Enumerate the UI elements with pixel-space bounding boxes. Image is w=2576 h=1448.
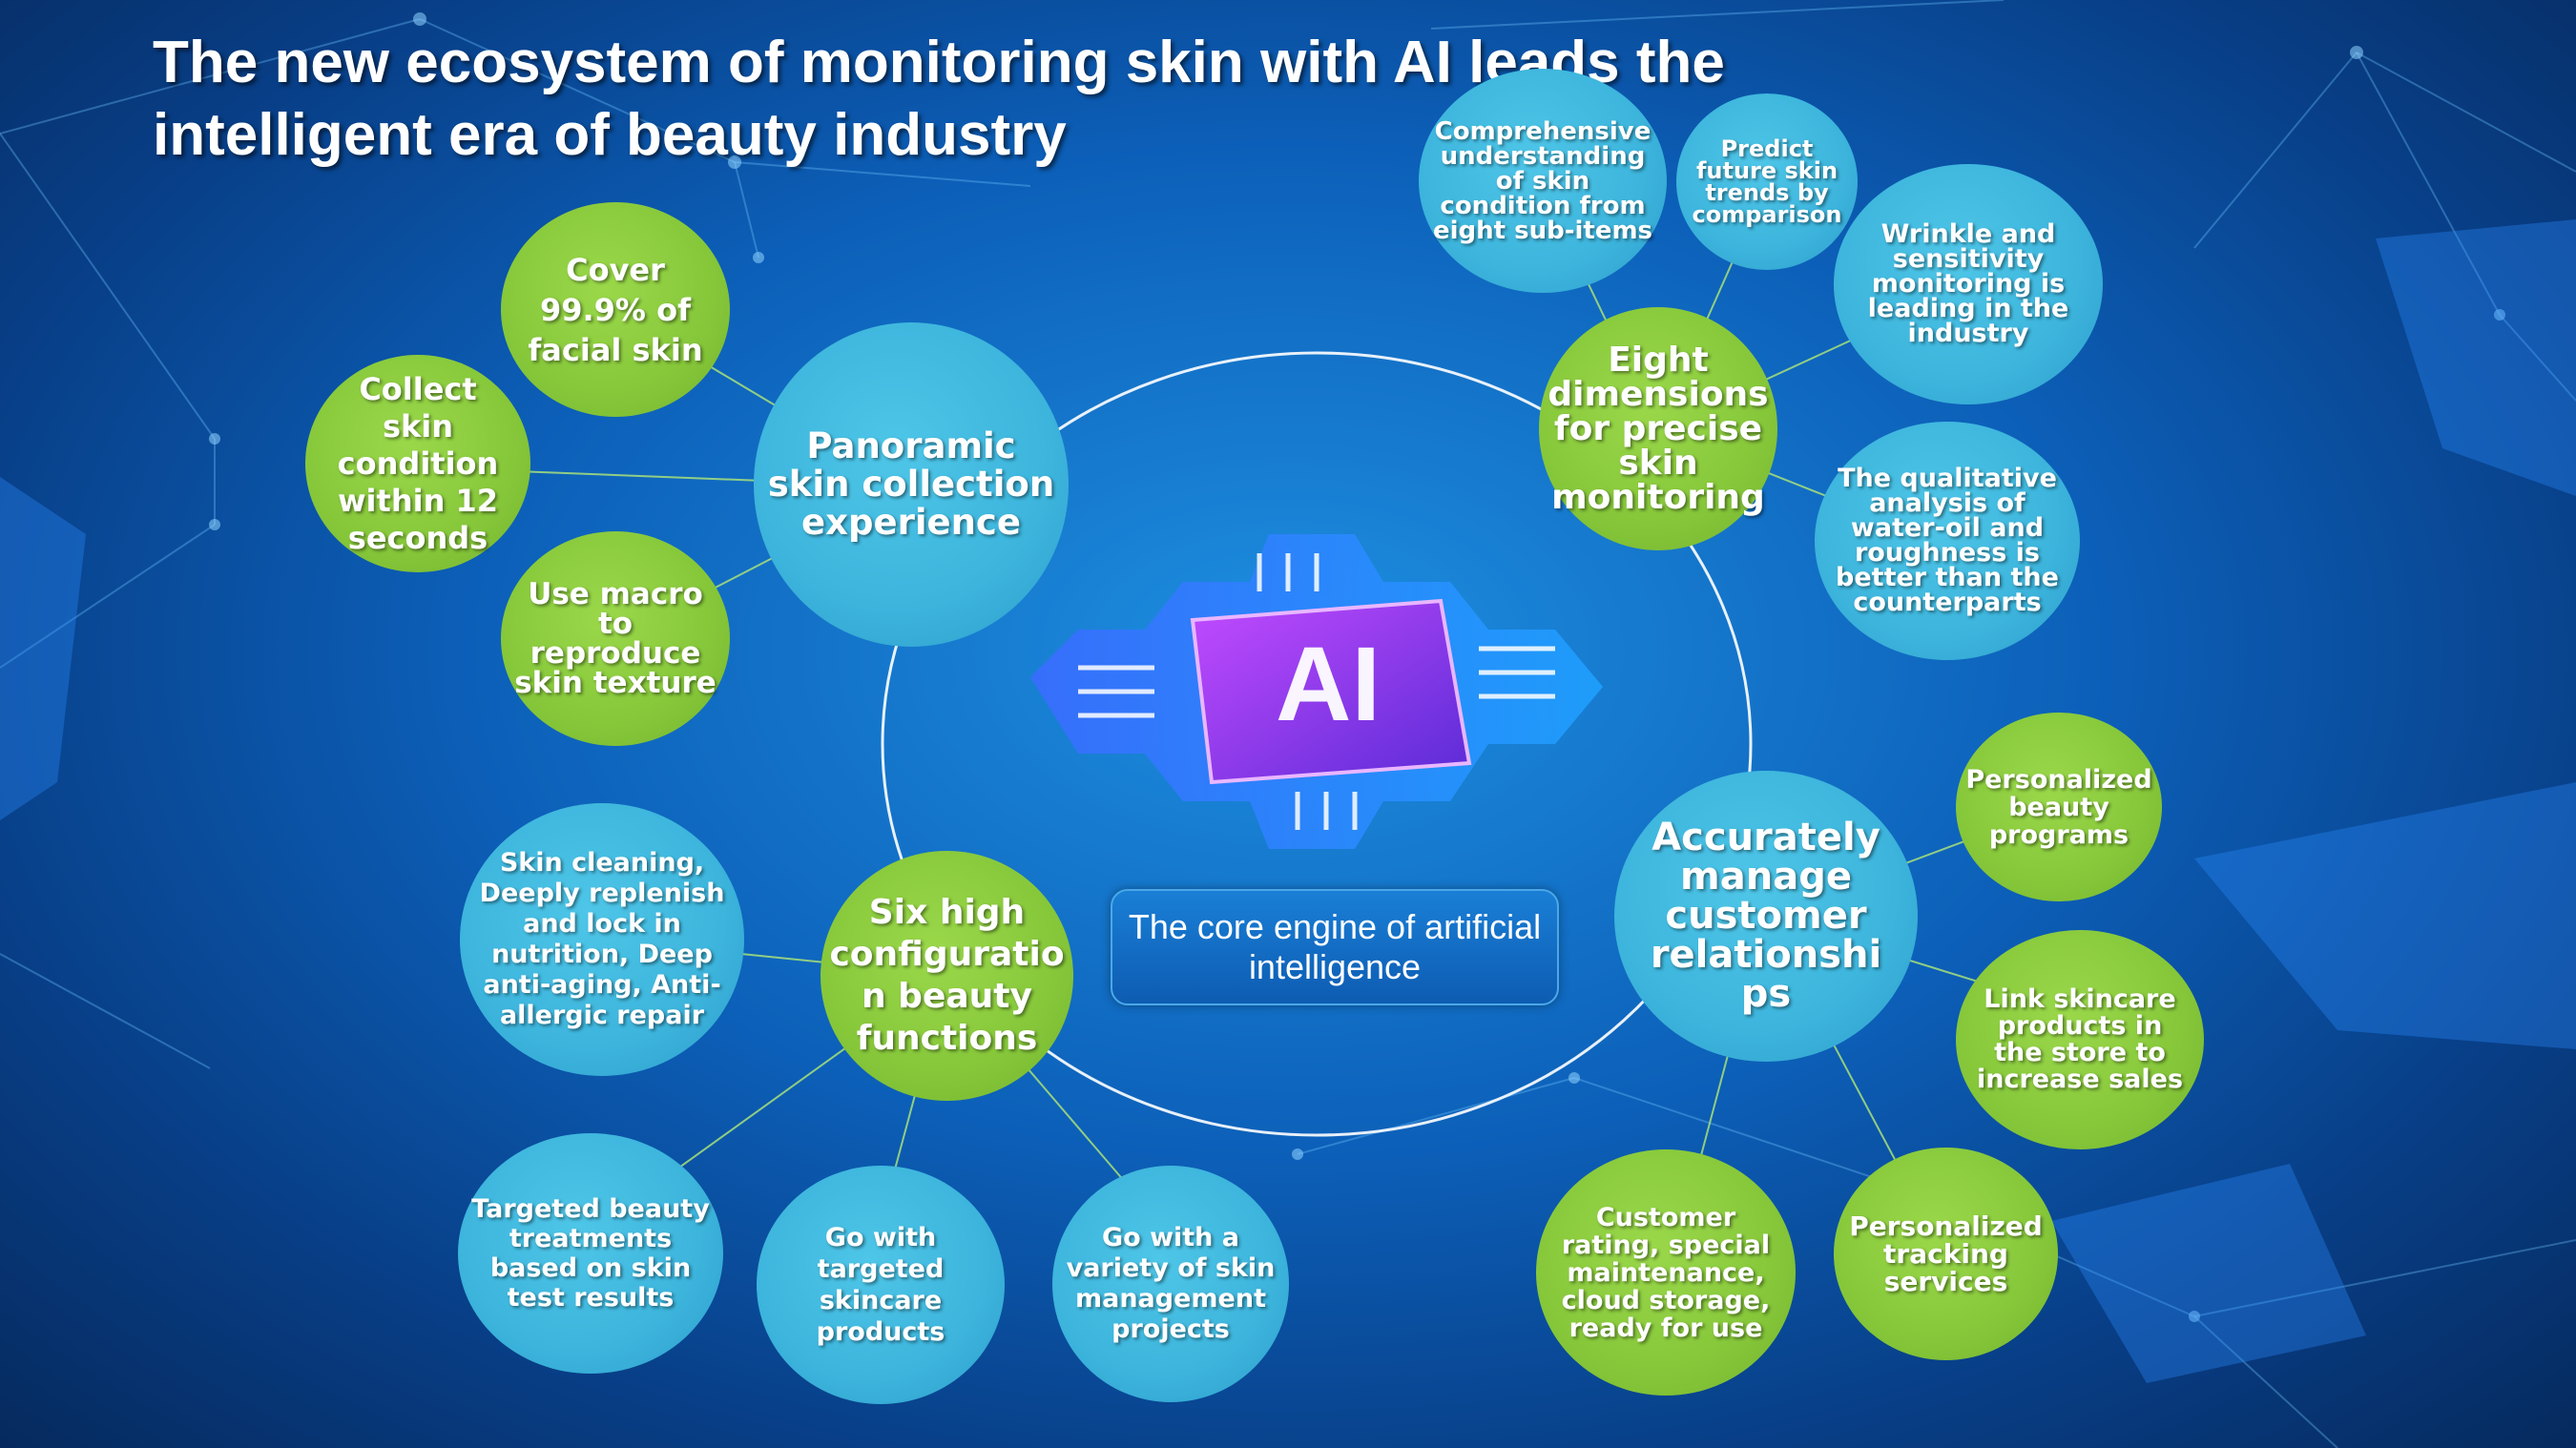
central-ring xyxy=(881,351,1753,1137)
title-line-1: The new ecosystem of monitoring skin wit… xyxy=(153,30,1725,95)
leaf-customer-rating: Customer rating, special maintenance, cl… xyxy=(1536,1149,1796,1396)
leaf-predict-trends: Predict future skin trends by comparison xyxy=(1676,93,1858,270)
hub-six-functions: Six high configuratio n beauty functions xyxy=(821,851,1073,1101)
leaf-comprehensive: Comprehensive understanding of skin cond… xyxy=(1419,69,1667,293)
ai-chip-graphic: AI xyxy=(1030,534,1603,849)
leaf-targeted-products: Go with targeted skincare products xyxy=(757,1166,1005,1404)
title-line-2: intelligent era of beauty industry xyxy=(153,102,1067,168)
ai-label: AI xyxy=(1276,626,1381,743)
core-engine-label: The core engine of artificial intelligen… xyxy=(1128,907,1542,986)
leaf-cover-skin: Cover 99.9% of facial skin xyxy=(501,202,730,417)
leaf-link-skincare: Link skincare products in the store to i… xyxy=(1956,930,2204,1149)
leaf-tracking-services: Personalized tracking services xyxy=(1834,1148,2058,1360)
leaf-targeted-treatments: Targeted beauty treatments based on skin… xyxy=(458,1133,723,1374)
leaf-management-projects: Go with a variety of skin management pro… xyxy=(1052,1166,1289,1402)
leaf-wrinkle-monitoring: Wrinkle and sensitivity monitoring is le… xyxy=(1834,164,2103,404)
processor-core xyxy=(1190,598,1472,785)
leaf-macro-texture: Use macro to reproduce skin texture xyxy=(501,531,730,746)
leaf-skin-cleaning: Skin cleaning, Deeply replenish and lock… xyxy=(460,803,744,1076)
hub-panoramic: Panoramic skin collection experience xyxy=(754,322,1069,647)
core-engine-box: The core engine of artificial intelligen… xyxy=(1111,889,1559,1005)
leaf-collect-condition: Collect skin condition within 12 seconds xyxy=(305,355,530,572)
leaf-personalized-programs: Personalized beauty programs xyxy=(1956,713,2162,901)
hub-customer-relationships: Accurately manage customer relationshi p… xyxy=(1614,771,1918,1062)
page-title: The new ecosystem of monitoring skin wit… xyxy=(153,27,1870,172)
leaf-qualitative-analysis: The qualitative analysis of water-oil an… xyxy=(1815,422,2080,660)
hub-eight-dimensions: Eight dimensions for precise skin monito… xyxy=(1539,307,1777,550)
